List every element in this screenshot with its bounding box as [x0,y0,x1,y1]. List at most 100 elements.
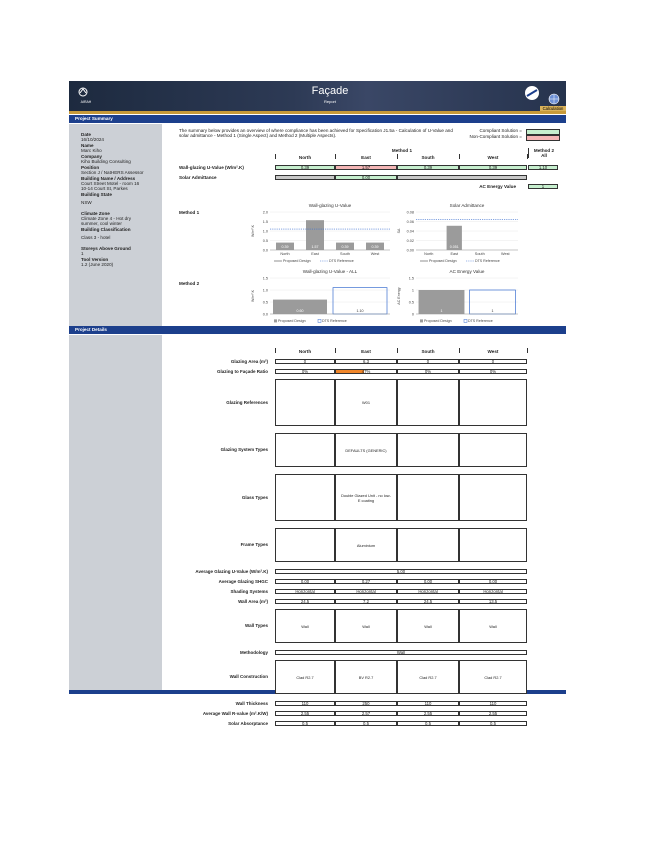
y-tick-label: 1 [412,288,414,292]
detail-cell: 0.5 [275,721,335,726]
legend-proposed-label: Proposed Design [429,259,457,263]
detail-row-label: Wall Area (m²) [238,598,268,604]
uvalue-cell: 1.57 [335,165,397,170]
y-tick-label: 0 [412,312,414,316]
detail-cell: 0.00 [459,579,527,584]
bar-value-label: 0.39 [372,245,379,249]
bar [446,225,462,250]
legend-reference-label: DTS Reference [468,319,493,323]
x-tick-label: West [501,252,511,256]
solar-south-west-cell [397,175,527,180]
bar [276,242,294,250]
detail-cell: Horizontal [335,589,397,594]
report-header [69,81,566,111]
detail-cell: 2.57 [335,711,397,716]
uvalue-method2-cell: 1.10 [528,165,558,170]
sidebar-label: Position [81,165,100,170]
y-tick-label: 0.04 [407,229,414,233]
sidebar-label: Building Classification [81,227,131,232]
detail-cell: 0.5 [459,721,527,726]
legend-proposed-swatch [420,319,423,323]
uvalue-cell: 0.39 [459,165,527,170]
legend-proposed-label: Proposed Design [424,319,452,323]
detail-cell: Horizontal [275,589,335,594]
sidebar-label: Storeys Above Ground [81,246,131,251]
uvalue-cell: 0.39 [397,165,459,170]
detail-cell: 250 [335,701,397,706]
chart-title: Wall-glazing U-Value - ALL [303,269,358,274]
detail-cell: 0.5 [335,721,397,726]
detail-row-label: Glass Types [241,494,268,500]
bar [306,220,324,250]
bar-value-label: 0.051 [450,245,459,249]
divider [528,148,529,158]
detail-row-label: Wall Types [244,623,268,629]
bar-proposed [273,299,327,314]
chart-title: Wall-glazing U-Value [309,203,352,208]
calculation-label: Calculation [540,106,566,111]
bar-value-label: 1 [492,309,494,313]
detail-cell [459,379,527,426]
chart-wall-glazing-uvalue: Wall-glazing U-Value0.00.51.01.52.0W/m².… [251,203,390,263]
detail-row-label: Solar Absorptance [228,720,268,726]
divider [527,154,528,159]
legend-proposed-swatch [274,319,277,323]
detail-cell: 110 [397,701,459,706]
legend-reference-label: DTS Reference [322,319,347,323]
y-tick-label: 2.0 [263,210,268,214]
divider [335,154,336,159]
sidebar-value: 16/10/2024 [81,137,104,142]
y-tick-label: 0.5 [409,300,414,304]
bar-value-label: 1.57 [312,245,319,249]
legend-noncompliant-swatch [526,135,560,141]
page-title: Façade [311,85,349,97]
divider [459,154,460,159]
detail-cell: Wall [275,609,335,643]
ac-energy-label: AC Energy Value [479,184,516,189]
detail-cell: Aluminium [335,528,397,562]
sidebar-label: Company [81,154,102,159]
sidebar-value: NSW [81,200,92,205]
detail-cell [397,379,459,426]
chart-title: AC Energy Value [450,269,485,274]
detail-cell [397,433,459,467]
x-tick-label: East [450,252,459,256]
divider [397,154,398,159]
legend-compliant-label: Compliant Solution = [479,128,522,133]
bar [336,242,354,250]
detail-direction-header: North [298,349,312,354]
ac-energy-cell: 1 [528,184,558,189]
sidebar-label: Building State [81,192,112,197]
bar-value-label: 0.39 [282,245,289,249]
sidebar-value: Section J / NatHERS Assessor [81,170,144,175]
sidebar-label: Climate Zone [81,211,110,216]
detail-cell [459,528,527,562]
detail-cell: 110 [275,701,335,706]
detail-direction-header: South [421,349,435,354]
detail-row-label: Shading Systems [230,588,268,594]
uvalue-cell: 0.39 [275,165,335,170]
airah-logo [76,86,90,100]
legend-noncompliant-label: Non-Compliant Solution = [469,134,522,139]
method2-header: Method 2 [533,148,555,153]
detail-cell: 0 [397,359,459,364]
detail-cell: 2.55 [459,711,527,716]
detail-direction-header: East [361,349,371,354]
detail-cell: 0.00 [275,579,335,584]
detail-cell: Wall [275,650,527,655]
detail-cell [275,528,335,562]
bar-proposed [418,290,465,314]
divider [275,348,276,353]
sidebar-value: Climate Zone 4 - Hot dry summer, cool wi… [81,216,132,227]
sidebar-label: Date [81,132,91,137]
detail-cell: 5.00 [275,569,527,574]
detail-cell: Wall [335,609,397,643]
detail-cell: W01 [335,379,397,426]
row-method2-label: Method 2 [179,281,200,286]
sidebar-label: Name [81,143,94,148]
detail-row-label: Average Glazing SHGC [218,578,268,584]
y-axis-label: W/m².K [251,224,255,237]
y-tick-label: 1.0 [263,229,268,233]
globe-icon [548,92,560,105]
